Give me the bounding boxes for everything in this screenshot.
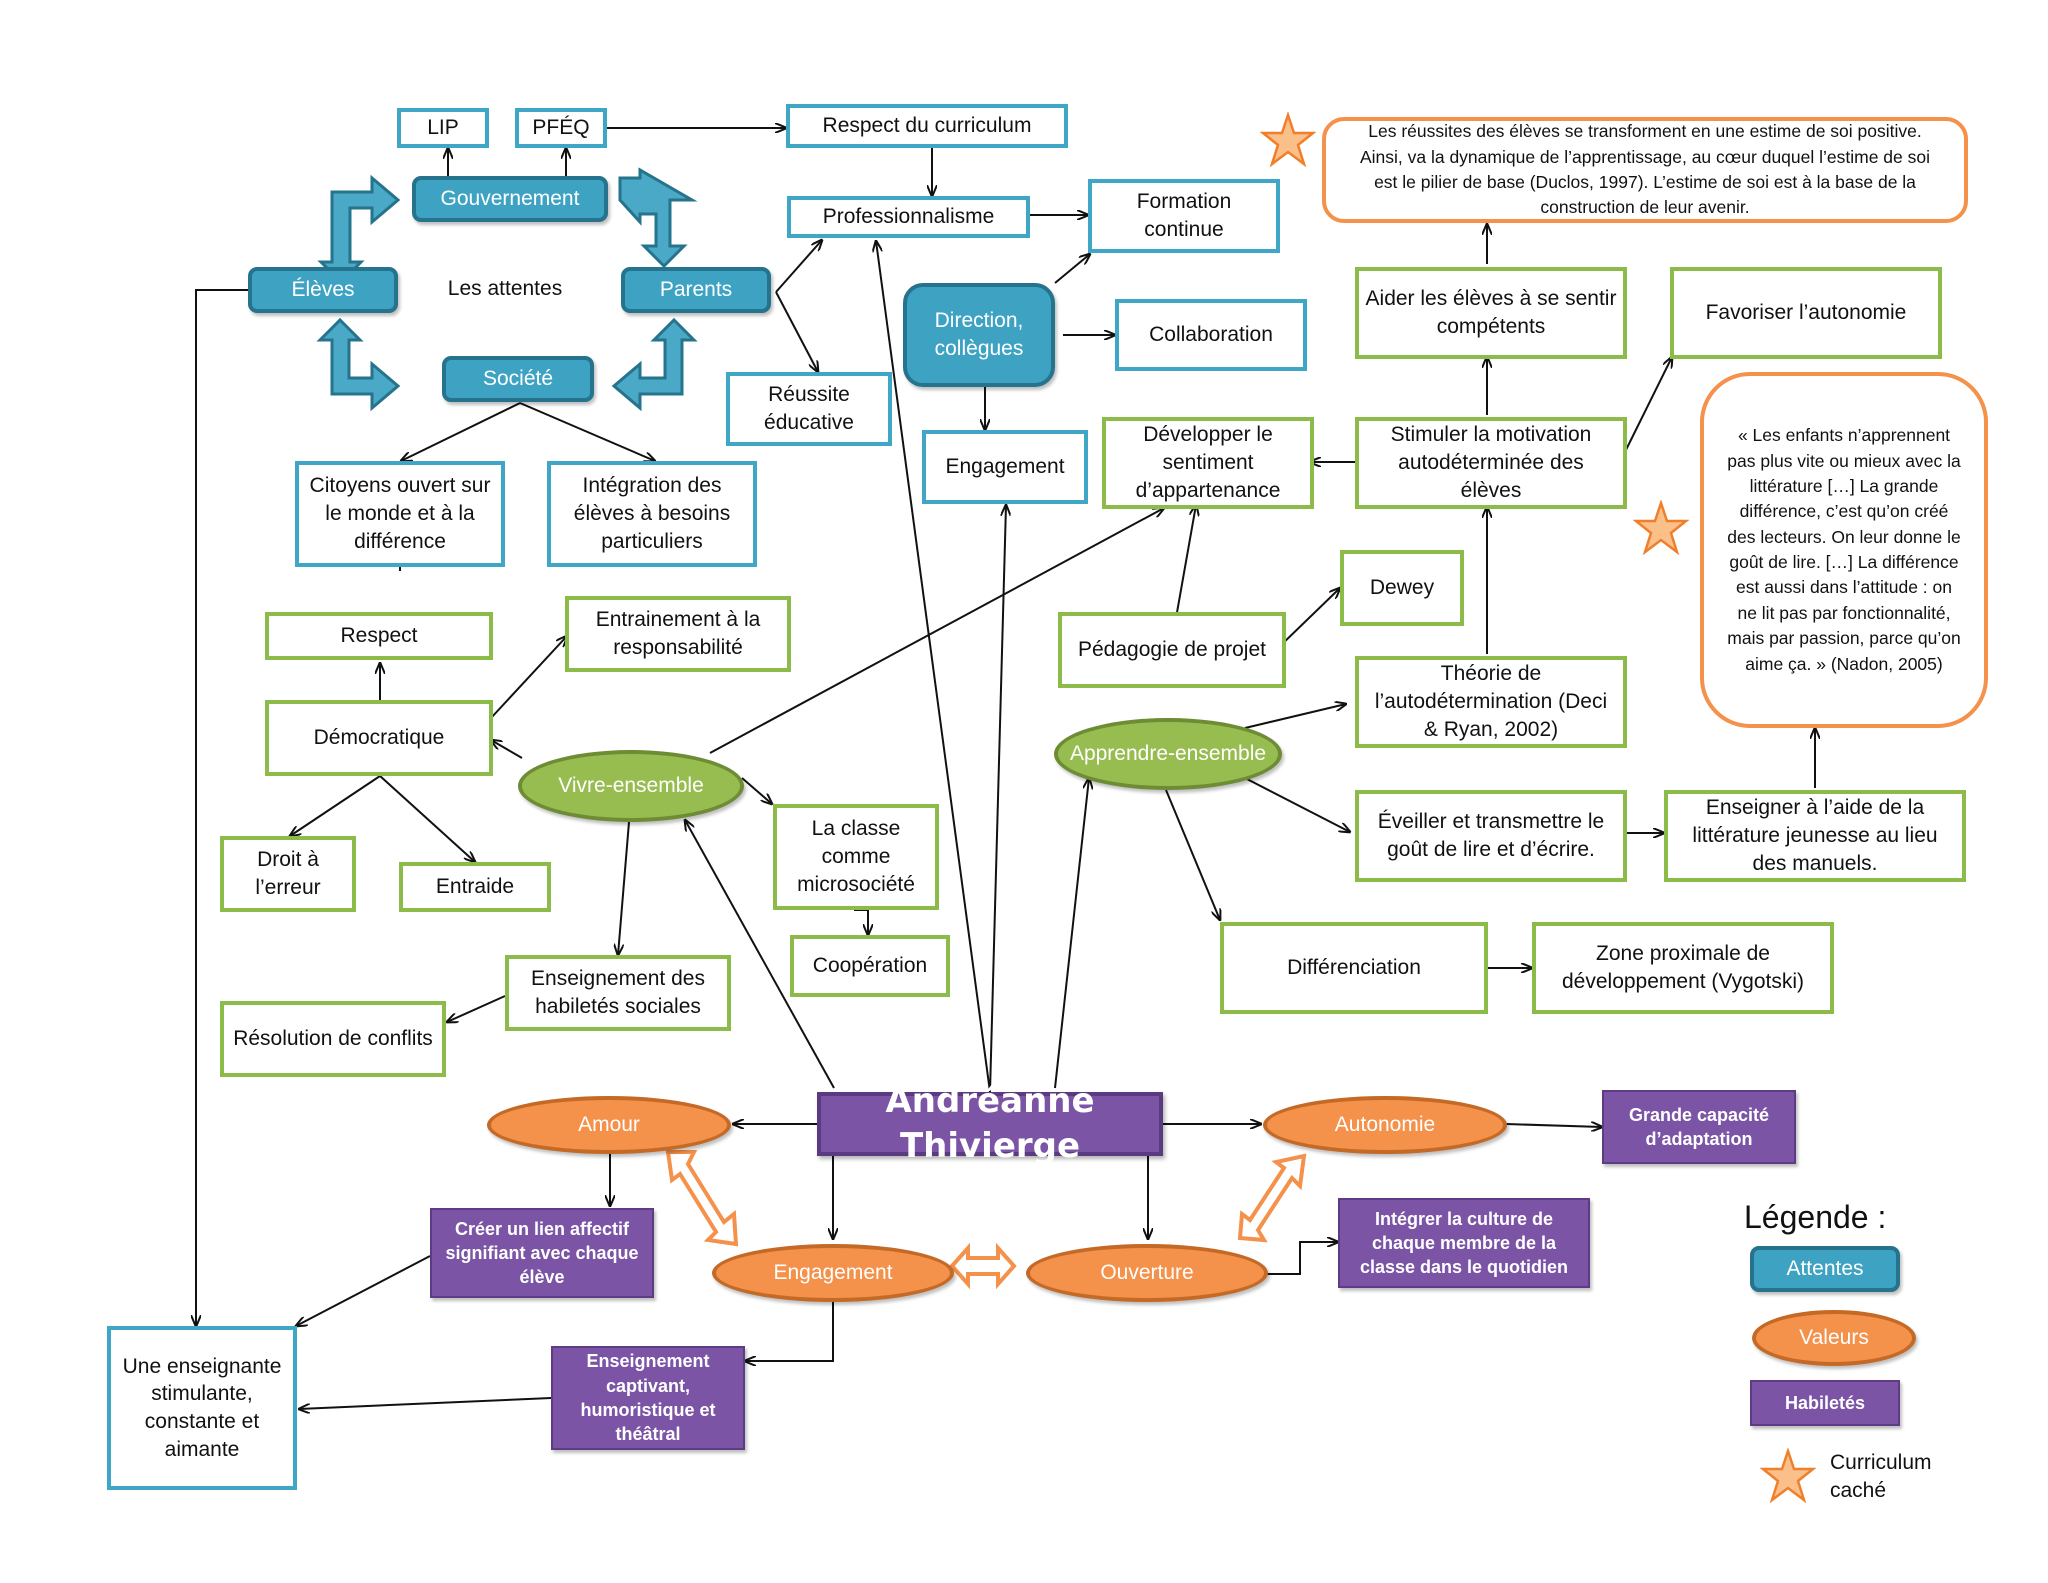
quote-duclos: Les réussites des élèves se transforment… [1322,117,1968,223]
lien-affectif-box[interactable]: Créer un lien affectif signifiant avec c… [430,1208,654,1298]
legend-valeurs: Valeurs [1752,1310,1916,1366]
vivre-ensemble-ellipse[interactable]: Vivre-ensemble [518,750,744,822]
star-icon [1760,1448,1816,1504]
block-arrow-societe-parents [611,317,698,412]
classe-microsociete-box[interactable]: La classe comme microsociété [773,804,939,910]
societe-box[interactable]: Société [442,356,594,402]
apprendre-ensemble-ellipse[interactable]: Apprendre-ensemble [1054,718,1282,790]
habiletes-sociales-box[interactable]: Enseignement des habiletés sociales [505,955,731,1031]
double-arrow-engagement-ouverture [949,1242,1017,1290]
eleves-box[interactable]: Élèves [248,267,398,313]
aider-competents-box[interactable]: Aider les élèves à se sentir compétents [1355,267,1627,359]
engagement-attentes-box[interactable]: Engagement [922,430,1088,504]
zone-proximale-box[interactable]: Zone proximale de développement (Vygotsk… [1532,922,1834,1014]
cooperation-box[interactable]: Coopération [790,935,950,997]
theorie-autodetermination-box[interactable]: Théorie de l’autodétermination (Deci & R… [1355,656,1627,748]
gouvernement-box[interactable]: Gouvernement [412,176,608,222]
integration-box[interactable]: Intégration des élèves à besoins particu… [547,461,757,567]
pedagogie-projet-box[interactable]: Pédagogie de projet [1058,612,1286,688]
lip-box[interactable]: LIP [397,108,489,148]
engagement-ellipse[interactable]: Engagement [712,1244,954,1302]
quote-nadon: « Les enfants n’apprennent pas plus vite… [1700,372,1988,728]
droit-erreur-box[interactable]: Droit à l’erreur [220,836,356,912]
les-attentes-label: Les attentes [447,277,563,301]
ouverture-ellipse[interactable]: Ouverture [1026,1244,1268,1302]
entrainement-box[interactable]: Entrainement à la responsabilité [565,596,791,672]
grande-adaptation-box[interactable]: Grande capacité d’adaptation [1602,1090,1796,1164]
eveiller-gout-box[interactable]: Éveiller et transmettre le goût de lire … [1355,790,1627,882]
enseigner-litterature-box[interactable]: Enseigner à l’aide de la littérature jeu… [1664,790,1966,882]
star-icon [1633,500,1689,556]
amour-ellipse[interactable]: Amour [487,1096,731,1154]
culture-quotidien-box[interactable]: Intégrer la culture de chaque membre de … [1338,1198,1590,1288]
enseignante-box[interactable]: Une enseignante stimulante, constante et… [107,1326,297,1490]
democratique-box[interactable]: Démocratique [265,700,493,776]
formation-continue-box[interactable]: Formation continue [1088,179,1280,253]
reussite-educative-box[interactable]: Réussite éducative [726,372,892,446]
central-name-box[interactable]: Andréanne Thivierge [817,1081,1163,1166]
parents-box[interactable]: Parents [621,267,771,313]
double-arrow-amour-engagement [665,1150,739,1247]
collaboration-box[interactable]: Collaboration [1115,299,1307,371]
professionnalisme-box[interactable]: Professionnalisme [787,196,1030,238]
direction-collegues-box[interactable]: Direction, collègues [903,283,1055,387]
block-arrow-gouvernement-parents [618,167,698,269]
favoriser-autonomie-box[interactable]: Favoriser l’autonomie [1670,267,1942,359]
stimuler-motivation-box[interactable]: Stimuler la motivation autodéterminée de… [1355,417,1627,509]
respect-curriculum-box[interactable]: Respect du curriculum [786,104,1068,148]
double-arrow-ouverture-autonomie [1237,1153,1307,1243]
legend-habiletes: Habiletés [1750,1380,1900,1426]
legend-attentes: Attentes [1750,1246,1900,1292]
entraide-box[interactable]: Entraide [399,862,551,912]
legend-curriculum-cache: Curriculum caché [1830,1451,1932,1502]
citoyens-box[interactable]: Citoyens ouvert sur le monde et à la dif… [295,461,505,567]
star-icon [1260,112,1316,168]
legend-title: Légende : [1744,1198,1887,1235]
block-arrow-eleves-societe [316,317,401,412]
respect-box[interactable]: Respect [265,612,493,660]
enseignement-captivant-box[interactable]: Enseignement captivant, humoristique et … [551,1346,745,1450]
resolution-conflits-box[interactable]: Résolution de conflits [220,1001,446,1077]
differenciation-box[interactable]: Différenciation [1220,922,1488,1014]
pfeq-box[interactable]: PFÉQ [515,108,607,148]
dewey-box[interactable]: Dewey [1340,550,1464,626]
autonomie-ellipse[interactable]: Autonomie [1263,1096,1507,1154]
developper-appartenance-box[interactable]: Développer le sentiment d’appartenance [1102,417,1314,509]
